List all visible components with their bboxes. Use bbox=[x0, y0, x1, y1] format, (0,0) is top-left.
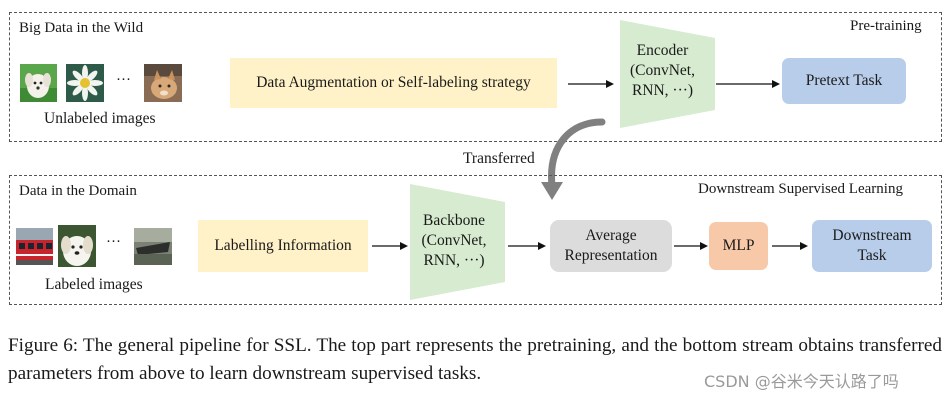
augmentation-box: Data Augmentation or Self-labeling strat… bbox=[230, 58, 557, 108]
average-line1: Average bbox=[585, 227, 637, 244]
encoder-line1: Encoder bbox=[636, 42, 689, 59]
cat-thumbnail bbox=[144, 64, 182, 102]
figure-caption: Figure 6: The general pipeline for SSL. … bbox=[8, 335, 942, 384]
average-representation-box: Average Representation bbox=[550, 220, 672, 272]
labelling-information-box: Labelling Information bbox=[198, 220, 368, 272]
encoder-line3: RNN, ···) bbox=[631, 82, 694, 99]
arrow-labelling-to-backbone bbox=[372, 242, 408, 250]
unlabeled-images-label: Unlabeled images bbox=[44, 110, 156, 127]
puppy-thumbnail bbox=[20, 64, 57, 102]
transfer-curved-arrow bbox=[541, 118, 606, 200]
task-line1: Downstream bbox=[832, 227, 912, 244]
arrow-encoder-to-pretext bbox=[716, 80, 780, 88]
dog-thumbnail bbox=[58, 225, 96, 267]
encoder-label: Encoder (ConvNet, RNN, ···) bbox=[620, 36, 705, 106]
backbone-line1: Backbone bbox=[423, 212, 485, 229]
pretraining-panel bbox=[9, 12, 942, 142]
downstream-panel bbox=[9, 175, 942, 305]
backbone-label: Backbone (ConvNet, RNN, ···) bbox=[410, 206, 498, 276]
top-panel-title: Big Data in the Wild bbox=[19, 20, 144, 36]
pretraining-label: Pre-training bbox=[850, 18, 922, 34]
arrow-augment-to-encoder bbox=[568, 80, 614, 88]
arrow-average-to-mlp bbox=[674, 242, 708, 250]
backbone-line2: (ConvNet, bbox=[421, 232, 487, 249]
encoder-line2: (ConvNet, bbox=[629, 62, 695, 79]
train-thumbnail bbox=[16, 228, 53, 265]
task-line2: Task bbox=[857, 247, 887, 264]
top-ellipsis: ··· bbox=[116, 72, 131, 88]
watermark: CSDN @谷米今天认路了吗 bbox=[704, 372, 899, 391]
arrow-backbone-to-average bbox=[508, 242, 546, 250]
transferred-label: Transferred bbox=[463, 150, 535, 167]
downstream-task-box: Downstream Task bbox=[812, 220, 932, 272]
bottom-ellipsis: ··· bbox=[106, 234, 121, 250]
daisy-thumbnail bbox=[66, 64, 104, 102]
encoder-trapezoid bbox=[620, 20, 715, 128]
boat-thumbnail bbox=[134, 228, 172, 265]
mlp-box: MLP bbox=[709, 222, 768, 270]
backbone-line3: RNN, ···) bbox=[423, 252, 485, 269]
pretext-task-box: Pretext Task bbox=[782, 58, 906, 104]
arrow-mlp-to-task bbox=[772, 242, 808, 250]
labeled-images-label: Labeled images bbox=[45, 276, 143, 293]
backbone-trapezoid bbox=[410, 184, 505, 300]
average-line2: Representation bbox=[564, 247, 658, 264]
downstream-label: Downstream Supervised Learning bbox=[698, 181, 903, 197]
bottom-panel-title: Data in the Domain bbox=[19, 183, 137, 199]
